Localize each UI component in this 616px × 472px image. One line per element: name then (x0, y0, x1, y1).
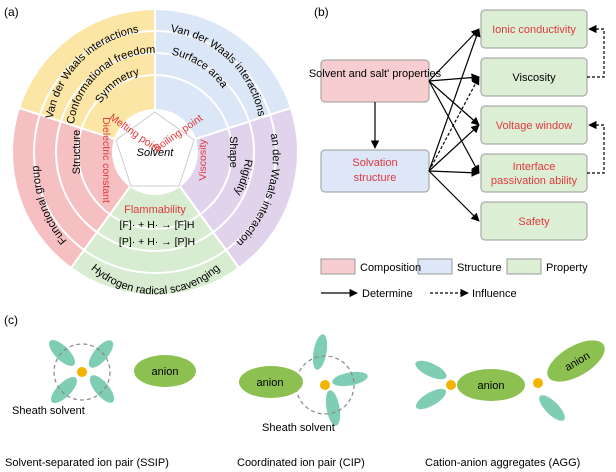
solvation-line-1: Solvation (352, 157, 397, 169)
legend-determine-label: Determine (362, 288, 413, 300)
agg-anion-1-label: anion (478, 380, 505, 392)
viscosity-wedge-label: Viscosity (197, 139, 209, 181)
flammability-label: Flammability (124, 204, 186, 216)
agg-solvent-2 (415, 388, 447, 410)
dielectric-constant-label: Dielectric constant (100, 117, 112, 203)
cip-cation (320, 380, 330, 390)
ssip-cluster (49, 340, 196, 403)
agg-solvent-3 (539, 395, 565, 421)
reaction-f-label: [F]· + H· → [F]H (120, 219, 195, 231)
interface-line-1: Interface (513, 161, 556, 173)
solvation-line-2: structure (354, 172, 397, 184)
cip-anion-label: anion (257, 377, 284, 389)
legend-property-swatch (506, 258, 542, 275)
agg-cluster (415, 340, 605, 421)
ionic-conductivity-label: Ionic conductivity (492, 24, 576, 36)
panel-b-label: (b) (314, 5, 329, 19)
cip-cluster (239, 334, 368, 426)
determine-arrows (370, 28, 481, 222)
properties-box (320, 59, 430, 103)
influence-arrows (428, 24, 605, 174)
agg-cation-2 (533, 378, 543, 388)
legend-composition-label: Composition (360, 262, 421, 274)
ssip-cation (77, 367, 87, 377)
legend (320, 258, 542, 298)
center-pentagon (115, 111, 195, 187)
legend-structure-label: Structure (457, 262, 502, 274)
cip-sheath-circle (295, 355, 355, 415)
agg-solvent-1 (415, 360, 447, 380)
safety-label: Safety (518, 216, 550, 228)
reaction-p-label: [P]· + H· → [P]H (119, 236, 195, 248)
ssip-anion (134, 355, 196, 387)
structure-ring-label: Structure (71, 130, 83, 175)
center-solvent-label: Solvent (137, 147, 175, 159)
shape-label: Shape (227, 136, 239, 168)
cip-anion (239, 366, 303, 398)
viscosity-box-label: Viscosity (512, 72, 556, 84)
panel-c-label: (c) (4, 313, 18, 327)
interface-line-2: passivation ability (491, 175, 578, 187)
ssip-caption: Solvent-separated ion pair (SSIP) (5, 457, 169, 469)
properties-box-label: Solvent and salt' properties (309, 68, 442, 80)
ssip-solvent-1 (49, 340, 75, 366)
sector-green (69, 150, 241, 297)
ionic-conductivity-box (480, 9, 588, 49)
wheel-sectors (10, 7, 300, 297)
safety-box (480, 201, 588, 241)
ssip-anion-label: anion (152, 366, 179, 378)
cip-solvent-2 (332, 371, 368, 387)
panel-a-label: (a) (4, 5, 19, 19)
agg-cation-1 (446, 380, 456, 390)
cip-sheath-label: Sheath solvent (262, 422, 335, 434)
ssip-solvent-3 (51, 377, 77, 403)
agg-anion-2 (547, 340, 605, 382)
cip-caption: Coordinated ion pair (CIP) (237, 457, 365, 469)
ssip-sheath-circle (53, 343, 111, 401)
voltage-window-label: Voltage window (496, 120, 572, 132)
cip-solvent-1 (312, 334, 328, 370)
ssip-solvent-2 (88, 340, 114, 368)
legend-property-label: Property (546, 262, 588, 274)
agg-caption: Cation-anion aggregates (AGG) (425, 457, 580, 469)
agg-anion-1 (457, 369, 525, 401)
cip-solvent-3 (325, 390, 341, 426)
ssip-solvent-4 (89, 375, 115, 403)
voltage-window-box (480, 105, 588, 145)
ssip-sheath-label: Sheath solvent (12, 405, 85, 417)
property-boxes (480, 9, 588, 241)
legend-composition-swatch (320, 258, 356, 275)
legend-influence-label: Influence (472, 288, 517, 300)
legend-structure-swatch (417, 258, 453, 275)
